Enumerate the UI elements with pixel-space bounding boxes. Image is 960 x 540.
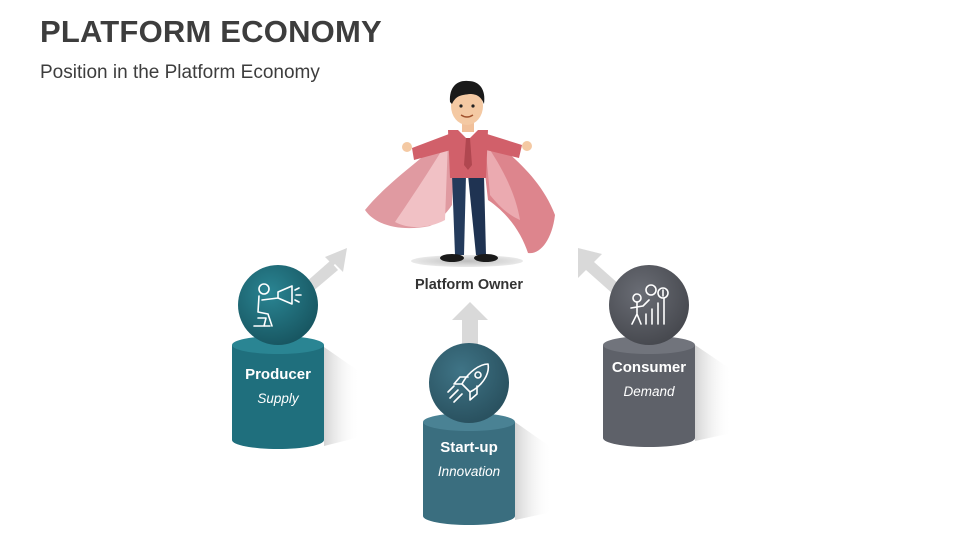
superhero-businessman-icon (365, 80, 555, 267)
growth-chart-person-icon (630, 284, 669, 325)
slide-title: PLATFORM ECONOMY (40, 14, 382, 49)
startup-node (423, 343, 552, 525)
arrow-startup-to-owner (452, 302, 488, 344)
producer-role: Supply (257, 391, 299, 406)
arrow-consumer-to-owner (578, 248, 621, 294)
producer-node (232, 265, 360, 449)
slide-subtitle: Position in the Platform Economy (40, 62, 320, 83)
producer-text: Producer Supply (232, 366, 324, 406)
platform-owner-label: Platform Owner (415, 277, 523, 293)
consumer-name: Consumer (611, 359, 687, 376)
megaphone-presenter-icon (253, 283, 302, 327)
consumer-text: Consumer Demand (603, 359, 695, 399)
startup-text: Start-up Innovation (423, 439, 515, 479)
startup-role: Innovation (437, 464, 501, 479)
arrow-producer-to-owner (305, 248, 347, 292)
startup-name: Start-up (440, 439, 498, 456)
consumer-node (603, 265, 732, 447)
rocket-icon (447, 363, 490, 403)
consumer-role: Demand (623, 384, 675, 399)
producer-name: Producer (245, 366, 311, 383)
